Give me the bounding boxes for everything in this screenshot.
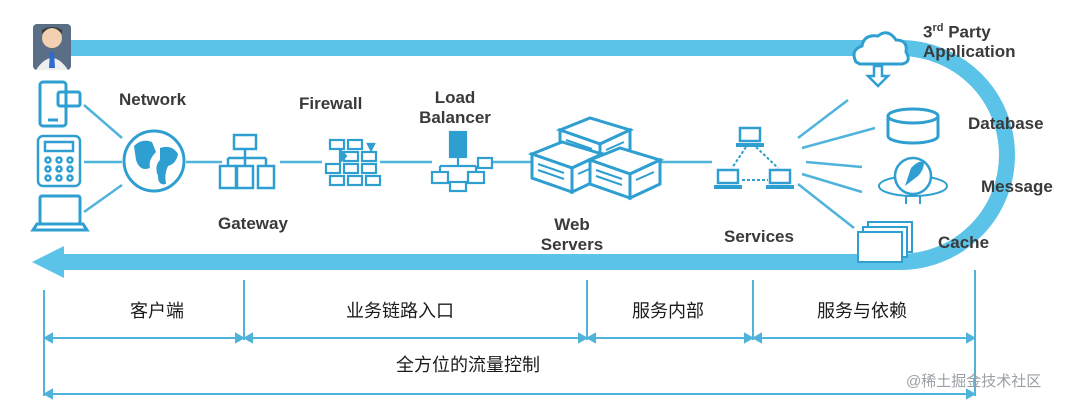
third-party-suffix: rd bbox=[932, 22, 944, 34]
segment-label-dependencies: 服务与依赖 bbox=[817, 301, 907, 321]
laptop-icon bbox=[30, 194, 90, 232]
third-party-word: Party bbox=[943, 22, 991, 42]
application-label: Application bbox=[923, 42, 1016, 62]
gateway-icon bbox=[218, 133, 276, 190]
message-icon bbox=[878, 156, 948, 204]
third-party-label-line1: 3rd Party bbox=[923, 22, 1016, 42]
overall-label: 全方位的流量控制 bbox=[396, 355, 540, 375]
message-label: Message bbox=[981, 177, 1053, 196]
web-servers-label-line2: Servers bbox=[540, 234, 604, 254]
firewall-label: Firewall bbox=[299, 94, 363, 113]
cloud-icon bbox=[852, 31, 910, 88]
web-servers-label: Web Servers bbox=[528, 215, 616, 254]
services-label: Services bbox=[724, 227, 794, 246]
web-servers-icon bbox=[530, 116, 662, 200]
web-servers-label-line1: Web bbox=[554, 215, 590, 234]
load-balancer-label-line1: Load bbox=[434, 88, 476, 107]
third-party-label: 3rd Party Application bbox=[923, 22, 1016, 62]
segment-label-client: 客户端 bbox=[130, 301, 184, 321]
globe-icon bbox=[122, 129, 186, 193]
gateway-label: Gateway bbox=[218, 214, 288, 233]
database-icon bbox=[886, 107, 940, 145]
scope-brackets bbox=[42, 270, 977, 400]
network-label: Network bbox=[119, 90, 187, 109]
cache-label: Cache bbox=[938, 233, 990, 252]
segment-label-entry: 业务链路入口 bbox=[346, 301, 454, 321]
mobile-device-icon bbox=[38, 80, 82, 128]
third-party-number: 3 bbox=[923, 22, 933, 42]
load-balancer-label-line2: Balancer bbox=[419, 107, 491, 127]
calculator-icon bbox=[36, 134, 82, 188]
connection-lines bbox=[83, 99, 876, 229]
load-balancer-label: Load Balancer bbox=[413, 88, 497, 127]
watermark: @稀土掘金技术社区 bbox=[906, 373, 1042, 390]
services-icon bbox=[712, 126, 796, 191]
segment-label-internal: 服务内部 bbox=[632, 301, 704, 321]
flow-arrow bbox=[32, 40, 1015, 278]
firewall-icon bbox=[324, 138, 382, 187]
load-balancer-icon bbox=[430, 130, 494, 193]
database-label: Database bbox=[968, 114, 1044, 133]
user-icon bbox=[33, 24, 71, 70]
cache-icon bbox=[857, 221, 913, 263]
